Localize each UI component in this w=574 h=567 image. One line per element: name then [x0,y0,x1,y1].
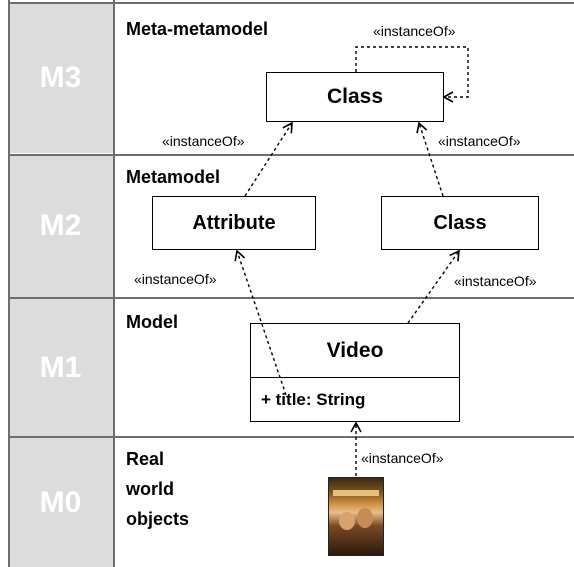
stereotype-video-to-attribute: «instanceOf» [134,271,217,287]
row-divider-m2-m1 [8,297,574,299]
stereotype-video-to-class: «instanceOf» [454,273,537,289]
poster-figure-left [339,512,355,530]
m2-class-box: Class [381,196,539,250]
level-title-m1: Model [126,312,178,332]
level-title-m2: Metamodel [126,167,221,187]
left-border [8,0,10,567]
level-label-m2: M2 [8,155,113,297]
row-divider-top [8,2,574,4]
poster-figure-right [357,508,373,528]
level-title-m0-line1: Real [126,449,165,469]
level-title-m3: Meta-metamodel [126,19,269,39]
m2-class-label: Class [433,211,487,234]
m1-video-attribute-compartment: + title: String [250,377,460,422]
m2-attribute-label: Attribute [192,211,276,234]
movie-poster-image [328,477,384,556]
m2-attribute-box: Attribute [152,196,316,250]
m1-video-box: Video [250,323,460,379]
level-label-m3: M3 [8,3,113,153]
level-label-m0: M0 [8,438,113,567]
column-divider [113,0,115,567]
m3-class-box: Class [266,72,444,122]
poster-title-strip [333,490,379,496]
m1-video-label: Video [326,339,384,362]
m1-video-attribute-label: + title: String [261,389,366,409]
m3-class-label: Class [326,85,384,108]
stereotype-m3-self: «instanceOf» [373,23,456,39]
video-to-class-arrow [407,249,460,324]
level-label-m1: M1 [8,299,113,436]
row-divider-m3-m2 [8,154,574,156]
stereotype-class-to-class: «instanceOf» [438,133,521,149]
row-divider-m1-m0 [8,436,574,438]
stereotype-attribute-to-class: «instanceOf» [162,133,245,149]
level-title-m0-line2: world [126,479,174,499]
level-title-m0-line3: objects [126,509,190,529]
stereotype-object-to-video: «instanceOf» [361,450,444,466]
attribute-to-class-arrow [244,121,293,197]
